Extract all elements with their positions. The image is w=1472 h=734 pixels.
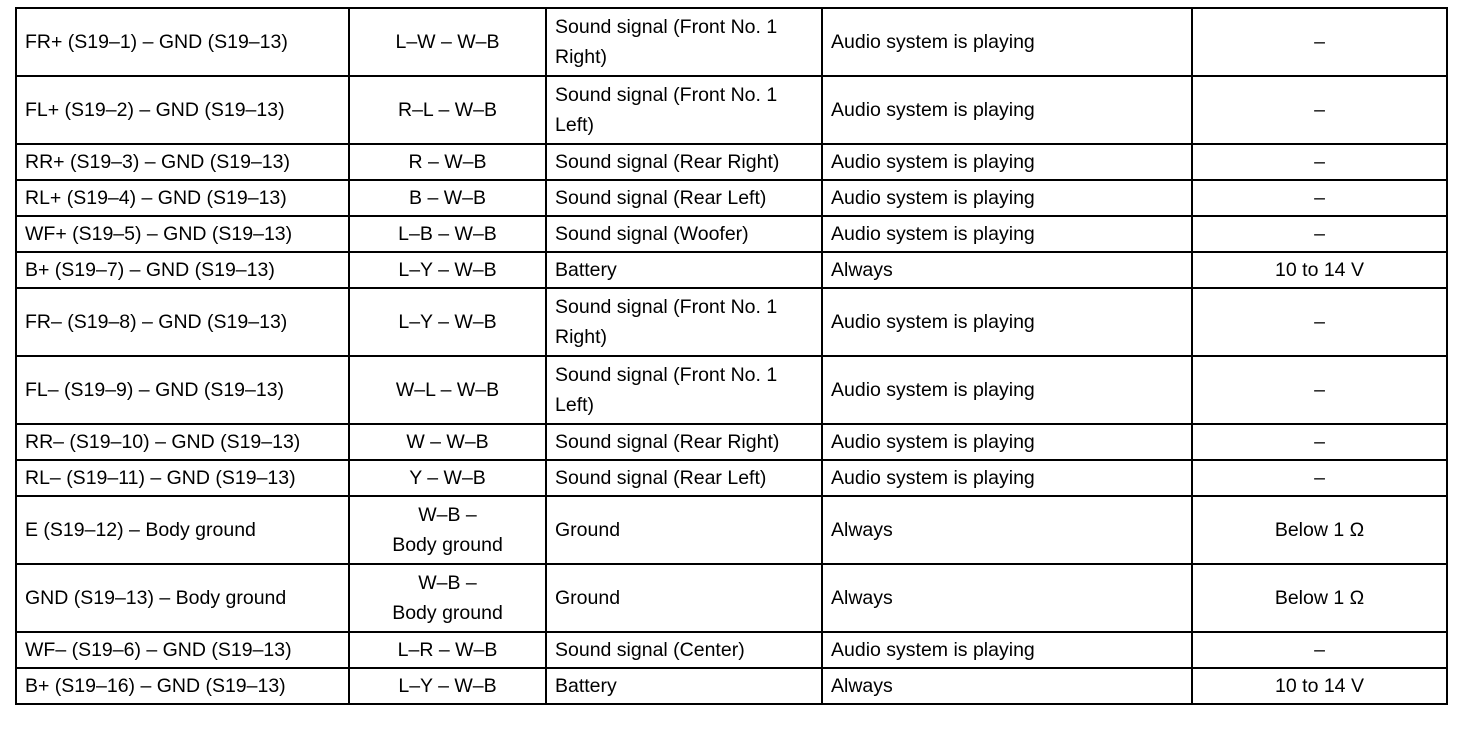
condition-cell: Audio system is playing <box>821 143 1193 181</box>
condition-cell: Always <box>821 667 1193 705</box>
table-row: FL– (S19–9) – GND (S19–13) W–L – W–B Sou… <box>15 355 1448 425</box>
description-cell: Ground <box>545 563 823 633</box>
description-cell: Ground <box>545 495 823 565</box>
specified-condition-cell: – <box>1191 179 1448 217</box>
wiring-line: W–B – <box>418 504 477 526</box>
terminal-cell: E (S19–12) – Body ground <box>15 495 350 565</box>
description-cell: Sound signal (Rear Left) <box>545 179 823 217</box>
specified-condition-cell: – <box>1191 7 1448 77</box>
description-cell: Sound signal (Rear Right) <box>545 143 823 181</box>
specified-condition-cell: – <box>1191 75 1448 145</box>
wiring-color-cell: L–Y – W–B <box>348 667 547 705</box>
wiring-color-cell: R–L – W–B <box>348 75 547 145</box>
specified-condition-cell: 10 to 14 V <box>1191 667 1448 705</box>
terminal-inspection-table: FR+ (S19–1) – GND (S19–13) L–W – W–B Sou… <box>15 7 1448 705</box>
wiring-line: W–B – <box>418 572 477 594</box>
condition-cell: Always <box>821 495 1193 565</box>
terminal-cell: WF+ (S19–5) – GND (S19–13) <box>15 215 350 253</box>
wiring-color-cell: Y – W–B <box>348 459 547 497</box>
terminal-cell: FR– (S19–8) – GND (S19–13) <box>15 287 350 357</box>
specified-condition-cell: – <box>1191 631 1448 669</box>
condition-cell: Audio system is playing <box>821 355 1193 425</box>
condition-cell: Audio system is playing <box>821 215 1193 253</box>
terminal-cell: RR+ (S19–3) – GND (S19–13) <box>15 143 350 181</box>
condition-cell: Always <box>821 563 1193 633</box>
table-row: GND (S19–13) – Body ground W–B – Body gro… <box>15 563 1448 633</box>
table-row: RL+ (S19–4) – GND (S19–13) B – W–B Sound… <box>15 179 1448 217</box>
specified-condition-cell: – <box>1191 143 1448 181</box>
wiring-color-cell: L–Y – W–B <box>348 287 547 357</box>
condition-cell: Always <box>821 251 1193 289</box>
table-row: E (S19–12) – Body ground W–B – Body groun… <box>15 495 1448 565</box>
description-cell: Sound signal (Center) <box>545 631 823 669</box>
terminal-cell: RR– (S19–10) – GND (S19–13) <box>15 423 350 461</box>
condition-cell: Audio system is playing <box>821 459 1193 497</box>
table-row: FL+ (S19–2) – GND (S19–13) R–L – W–B Sou… <box>15 75 1448 145</box>
terminal-cell: FR+ (S19–1) – GND (S19–13) <box>15 7 350 77</box>
description-cell: Sound signal (Front No. 1 Left) <box>545 355 823 425</box>
wiring-line: Body ground <box>392 602 503 624</box>
description-cell: Battery <box>545 667 823 705</box>
wiring-color-cell: L–R – W–B <box>348 631 547 669</box>
terminal-cell: B+ (S19–16) – GND (S19–13) <box>15 667 350 705</box>
wiring-color-cell: W–L – W–B <box>348 355 547 425</box>
terminal-cell: FL+ (S19–2) – GND (S19–13) <box>15 75 350 145</box>
table-row: FR+ (S19–1) – GND (S19–13) L–W – W–B Sou… <box>15 7 1448 77</box>
condition-cell: Audio system is playing <box>821 179 1193 217</box>
condition-cell: Audio system is playing <box>821 75 1193 145</box>
table-row: RR+ (S19–3) – GND (S19–13) R – W–B Sound… <box>15 143 1448 181</box>
description-cell: Sound signal (Rear Left) <box>545 459 823 497</box>
specified-condition-cell: Below 1 Ω <box>1191 563 1448 633</box>
terminal-cell: RL– (S19–11) – GND (S19–13) <box>15 459 350 497</box>
table-row: FR– (S19–8) – GND (S19–13) L–Y – W–B Sou… <box>15 287 1448 357</box>
specified-condition-cell: – <box>1191 355 1448 425</box>
condition-cell: Audio system is playing <box>821 287 1193 357</box>
wiring-color-cell: L–Y – W–B <box>348 251 547 289</box>
terminal-cell: RL+ (S19–4) – GND (S19–13) <box>15 179 350 217</box>
terminal-cell: B+ (S19–7) – GND (S19–13) <box>15 251 350 289</box>
table-row: WF+ (S19–5) – GND (S19–13) L–B – W–B Sou… <box>15 215 1448 253</box>
table-row: B+ (S19–7) – GND (S19–13) L–Y – W–B Batt… <box>15 251 1448 289</box>
wiring-line: Body ground <box>392 534 503 556</box>
wiring-color-cell: B – W–B <box>348 179 547 217</box>
specified-condition-cell: – <box>1191 215 1448 253</box>
specified-condition-cell: – <box>1191 459 1448 497</box>
specified-condition-cell: – <box>1191 423 1448 461</box>
description-cell: Sound signal (Front No. 1 Right) <box>545 287 823 357</box>
condition-cell: Audio system is playing <box>821 423 1193 461</box>
condition-cell: Audio system is playing <box>821 7 1193 77</box>
wiring-color-cell: W–B – Body ground <box>348 563 547 633</box>
description-cell: Sound signal (Woofer) <box>545 215 823 253</box>
description-cell: Sound signal (Front No. 1 Left) <box>545 75 823 145</box>
specified-condition-cell: – <box>1191 287 1448 357</box>
condition-cell: Audio system is playing <box>821 631 1193 669</box>
table-row: WF– (S19–6) – GND (S19–13) L–R – W–B Sou… <box>15 631 1448 669</box>
table-row: B+ (S19–16) – GND (S19–13) L–Y – W–B Bat… <box>15 667 1448 705</box>
description-cell: Battery <box>545 251 823 289</box>
table-row: RR– (S19–10) – GND (S19–13) W – W–B Soun… <box>15 423 1448 461</box>
table-row: RL– (S19–11) – GND (S19–13) Y – W–B Soun… <box>15 459 1448 497</box>
specified-condition-cell: Below 1 Ω <box>1191 495 1448 565</box>
specified-condition-cell: 10 to 14 V <box>1191 251 1448 289</box>
wiring-color-cell: W – W–B <box>348 423 547 461</box>
wiring-color-cell: R – W–B <box>348 143 547 181</box>
wiring-color-cell: W–B – Body ground <box>348 495 547 565</box>
description-cell: Sound signal (Rear Right) <box>545 423 823 461</box>
terminal-cell: FL– (S19–9) – GND (S19–13) <box>15 355 350 425</box>
terminal-cell: GND (S19–13) – Body ground <box>15 563 350 633</box>
terminal-cell: WF– (S19–6) – GND (S19–13) <box>15 631 350 669</box>
wiring-color-cell: L–W – W–B <box>348 7 547 77</box>
description-cell: Sound signal (Front No. 1 Right) <box>545 7 823 77</box>
wiring-color-cell: L–B – W–B <box>348 215 547 253</box>
